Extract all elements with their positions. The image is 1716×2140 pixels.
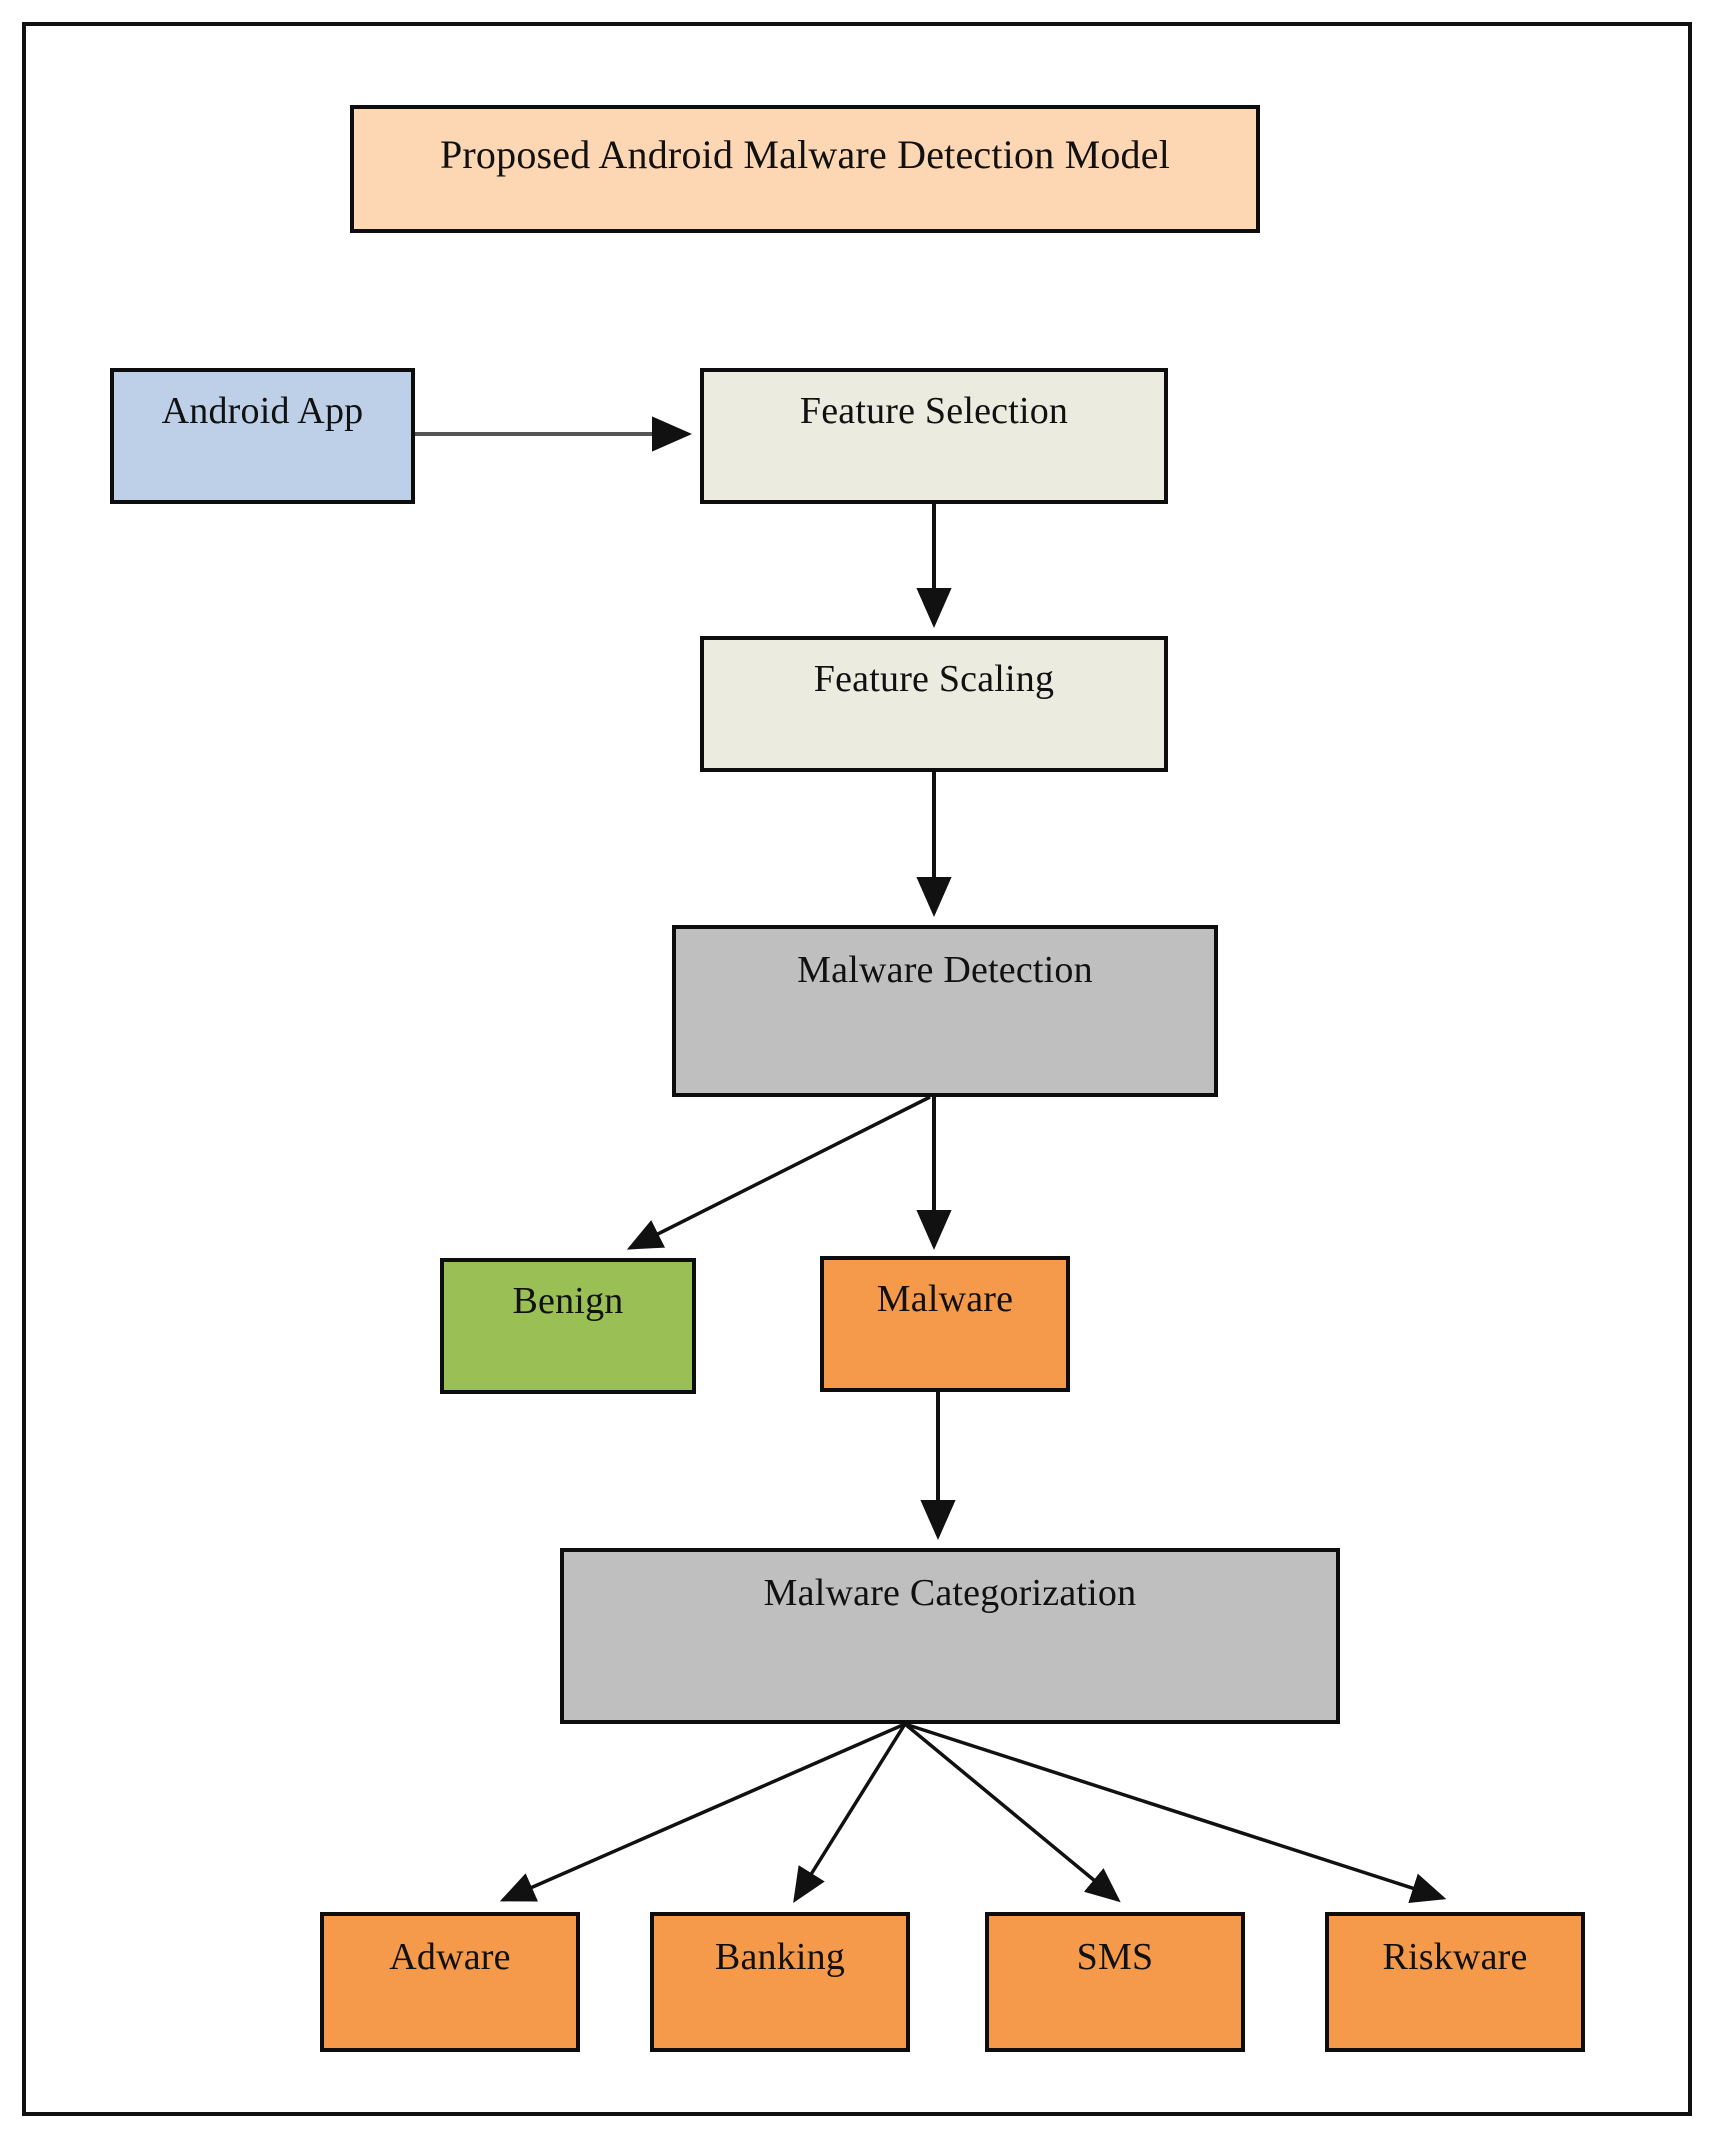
node-adware[interactable]: Adware bbox=[320, 1912, 580, 2052]
node-malware[interactable]: Malware bbox=[820, 1256, 1070, 1392]
node-adware-label: Adware bbox=[389, 1936, 511, 1978]
node-malware-label: Malware bbox=[876, 1278, 1014, 1320]
node-banking-label: Banking bbox=[714, 1936, 846, 1978]
node-riskware-label: Riskware bbox=[1382, 1936, 1528, 1978]
node-title-label: Proposed Android Malware Detection Model bbox=[439, 132, 1171, 177]
node-sms[interactable]: SMS bbox=[985, 1912, 1245, 2052]
node-malware-categorization[interactable]: Malware Categorization bbox=[560, 1548, 1340, 1724]
node-sms-label: SMS bbox=[1076, 1936, 1154, 1978]
node-malware-detection[interactable]: Malware Detection bbox=[672, 925, 1218, 1097]
node-riskware[interactable]: Riskware bbox=[1325, 1912, 1585, 2052]
node-feature-selection-label: Feature Selection bbox=[799, 390, 1069, 432]
node-title: Proposed Android Malware Detection Model bbox=[350, 105, 1260, 233]
node-feature-selection[interactable]: Feature Selection bbox=[700, 368, 1168, 504]
node-malware-categorization-label: Malware Categorization bbox=[763, 1572, 1137, 1614]
node-feature-scaling[interactable]: Feature Scaling bbox=[700, 636, 1168, 772]
node-android-app-label: Android App bbox=[161, 390, 364, 432]
node-banking[interactable]: Banking bbox=[650, 1912, 910, 2052]
node-android-app[interactable]: Android App bbox=[110, 368, 415, 504]
node-benign[interactable]: Benign bbox=[440, 1258, 696, 1394]
node-feature-scaling-label: Feature Scaling bbox=[813, 658, 1055, 700]
node-malware-detection-label: Malware Detection bbox=[797, 949, 1093, 991]
node-benign-label: Benign bbox=[512, 1280, 624, 1322]
